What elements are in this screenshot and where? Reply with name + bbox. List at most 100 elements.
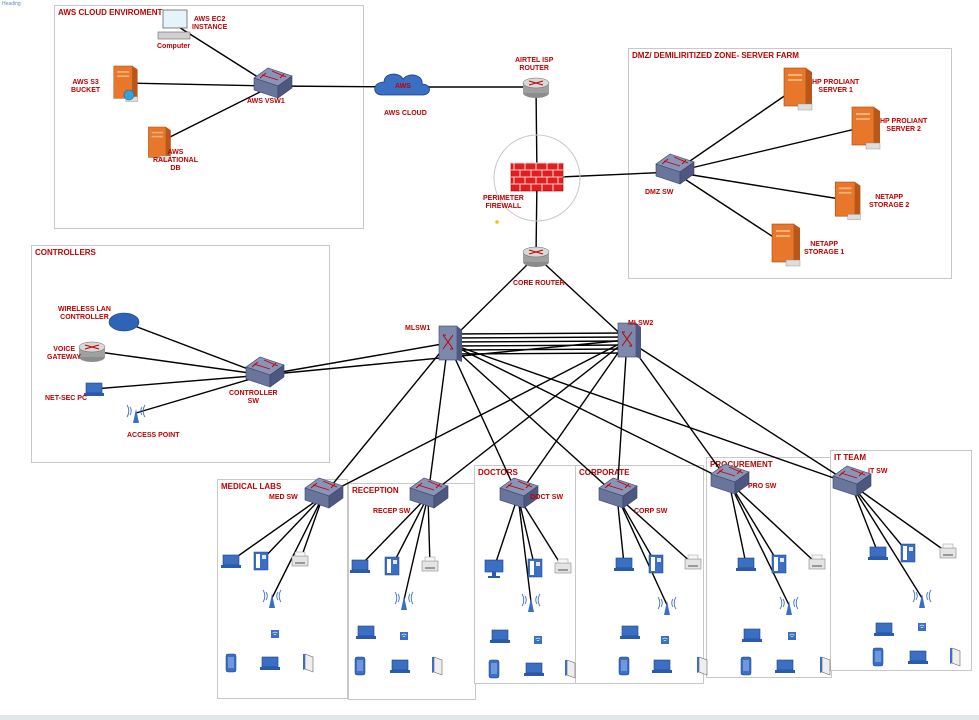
rec-wireless-laptop[interactable] (355, 625, 377, 640)
link-s3-vsw (123, 82, 273, 87)
doc-sw-icon[interactable] (499, 477, 539, 509)
it-laptop[interactable] (907, 650, 929, 665)
firewall-range-circle[interactable] (493, 134, 581, 222)
label-rds: AWS RALATIONAL DB (153, 149, 198, 172)
it-printer[interactable] (939, 543, 957, 559)
cor-pc[interactable] (613, 557, 635, 572)
doc-printer[interactable] (554, 558, 572, 574)
pro-wifi-badge[interactable] (787, 631, 797, 641)
it-ip-phone[interactable] (900, 543, 916, 563)
pro-access-point[interactable] (779, 596, 799, 616)
firewall-status-dot[interactable] (495, 220, 499, 224)
doc-tablet[interactable] (488, 659, 500, 679)
cor-ip-phone[interactable] (648, 554, 664, 574)
hp-proliant-server-1-icon[interactable] (783, 67, 813, 111)
link-dmz-na2 (673, 171, 847, 201)
core-router-icon[interactable] (522, 246, 550, 268)
dmz-sw-icon[interactable] (655, 153, 695, 185)
wireless-lan-controller-icon[interactable] (108, 312, 140, 332)
cor-sw-icon[interactable] (598, 477, 638, 509)
zone-corporate-title: CORPORATE (579, 468, 630, 477)
med-pc[interactable] (220, 554, 242, 569)
med-tablet[interactable] (225, 653, 237, 673)
link-mlsw-bundle-3 (447, 344, 628, 347)
voice-gateway-icon[interactable] (78, 341, 106, 363)
zone-medical-title: MEDICAL LABS (221, 482, 282, 491)
pro-door-device[interactable] (819, 656, 831, 676)
rec-ip-phone[interactable] (384, 556, 400, 576)
cor-access-point[interactable] (657, 596, 677, 616)
it-sw-icon[interactable] (832, 465, 872, 497)
cor-laptop[interactable] (651, 659, 673, 674)
cloud-icon[interactable] (374, 73, 430, 96)
controller-sw-icon[interactable] (245, 356, 285, 388)
rec-access-point[interactable] (394, 591, 414, 611)
rec-laptop[interactable] (389, 659, 411, 674)
ec2-monitor-icon[interactable] (162, 9, 188, 29)
link-cor-ap (616, 495, 668, 606)
link-wlc-csw (123, 321, 265, 376)
link-rec-phone (391, 495, 429, 567)
cor-wifi-badge[interactable] (660, 635, 670, 645)
med-wifi-badge[interactable] (270, 629, 280, 639)
it-wireless-laptop[interactable] (873, 622, 895, 637)
link-rec-ap (403, 495, 429, 601)
pro-pc[interactable] (735, 557, 757, 572)
bottom-scroll-bar[interactable] (0, 715, 979, 720)
link-dmz-hp1 (673, 87, 797, 173)
it-access-point[interactable] (912, 589, 932, 609)
link-mlsw2-rec (427, 339, 628, 497)
link-mlsw1-cor (447, 342, 618, 497)
mlsw2-icon[interactable] (617, 322, 642, 360)
pro-tablet[interactable] (740, 656, 752, 676)
rec-tablet[interactable] (354, 656, 366, 676)
access-point-icon[interactable] (126, 404, 146, 424)
med-access-point[interactable] (262, 589, 282, 609)
link-mlsw2-med (322, 339, 628, 497)
mlsw1-icon[interactable] (438, 325, 463, 363)
label-firewall: PERIMETER FIREWALL (483, 195, 524, 210)
cor-wireless-laptop[interactable] (619, 625, 641, 640)
it-wifi-badge[interactable] (917, 622, 927, 632)
pro-ip-phone[interactable] (771, 554, 787, 574)
it-pc[interactable] (867, 546, 889, 561)
doc-ip-phone[interactable] (527, 558, 543, 578)
it-door-device[interactable] (949, 647, 961, 667)
doc-pc[interactable] (484, 559, 504, 579)
link-pro-printer (728, 481, 818, 565)
ec2-base-icon[interactable] (157, 31, 191, 40)
med-door-device[interactable] (302, 653, 314, 673)
aws-vsw1-icon[interactable] (253, 67, 293, 99)
link-med-pc (230, 495, 324, 562)
link-mlsw1-med (322, 342, 449, 497)
pro-printer[interactable] (808, 554, 826, 570)
rec-door-device[interactable] (431, 656, 443, 676)
isp-router-icon[interactable] (522, 77, 550, 99)
zone-aws-title: AWS CLOUD ENVIROMENT (58, 8, 163, 17)
globe-icon[interactable] (123, 89, 135, 101)
med-sw-icon[interactable] (304, 477, 344, 509)
rec-printer[interactable] (421, 556, 439, 572)
link-it-phone (850, 483, 909, 554)
doc-wifi-badge[interactable] (533, 635, 543, 645)
label-mlsw2: MLSW2 (628, 320, 654, 327)
hp-proliant-server-2-icon[interactable] (851, 106, 881, 150)
it-tablet[interactable] (872, 647, 884, 667)
pro-laptop[interactable] (774, 659, 796, 674)
pro-wireless-laptop[interactable] (741, 628, 763, 643)
label-pro-sw: PRO SW (748, 483, 777, 490)
cor-tablet[interactable] (618, 656, 630, 676)
doc-laptop[interactable] (523, 662, 545, 677)
rec-wifi-badge[interactable] (399, 631, 409, 641)
pro-sw-icon[interactable] (710, 463, 750, 495)
netapp-storage-1-icon[interactable] (771, 223, 801, 267)
med-ip-phone[interactable] (253, 551, 269, 571)
rec-sw-icon[interactable] (409, 477, 449, 509)
cor-door-device[interactable] (696, 656, 708, 676)
doc-door-device[interactable] (564, 659, 576, 679)
cor-printer[interactable] (684, 554, 702, 570)
med-laptop[interactable] (259, 656, 281, 671)
doc-wireless-laptop[interactable] (489, 629, 511, 644)
netapp-storage-2-icon[interactable] (834, 181, 861, 221)
rec-pc[interactable] (349, 559, 371, 574)
